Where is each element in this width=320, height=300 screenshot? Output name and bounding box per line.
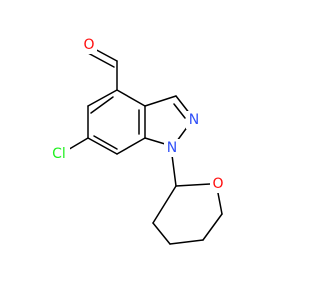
bond-c7-c7a (116, 137, 146, 155)
bond-c4-c3thp (152, 222, 171, 245)
chlorine-label: Cl (52, 146, 66, 162)
bond-c4-c5 (87, 89, 118, 107)
atom-oxygen-ring: O (210, 175, 226, 193)
bond-c5-c4thp (169, 239, 204, 245)
nitrogen-n1-label: N (167, 140, 177, 156)
atom-nitrogen-n1: N (164, 139, 180, 157)
bond-c2-o (175, 183, 211, 187)
structure-canvas: O N N Cl O (48, 36, 226, 245)
bond-c6-c7 (87, 137, 118, 155)
molecule-structure: O N N Cl O (48, 36, 226, 245)
atom-oxygen-aldehyde: O (81, 36, 97, 54)
nitrogen-n2-label: N (189, 112, 199, 128)
bond-c3a-c3 (144, 95, 177, 107)
bond-n1-c2thp (171, 154, 177, 187)
oxygen-ring-label: O (212, 176, 223, 192)
bond-c4-c5-second-line (90, 96, 114, 114)
oxygen-aldehyde-label: O (83, 37, 94, 53)
atom-chlorine: Cl (48, 145, 70, 163)
bond-o-c6thp (217, 192, 223, 215)
bond-c3-c2thp (152, 185, 177, 224)
bond-c6-c5thp (202, 213, 223, 241)
atom-label-layer: O N N Cl O (48, 36, 226, 193)
bond-c3a-c4 (116, 89, 146, 107)
bond-c3-n2-second-line (173, 103, 186, 119)
bond-layer (65, 46, 223, 245)
atom-nitrogen-n2: N (186, 111, 202, 129)
bond-n1-c7a (144, 137, 166, 145)
bond-aldehyde-co-double-second-line (87, 52, 115, 68)
bond-c6-c7-second-line (93, 135, 118, 150)
